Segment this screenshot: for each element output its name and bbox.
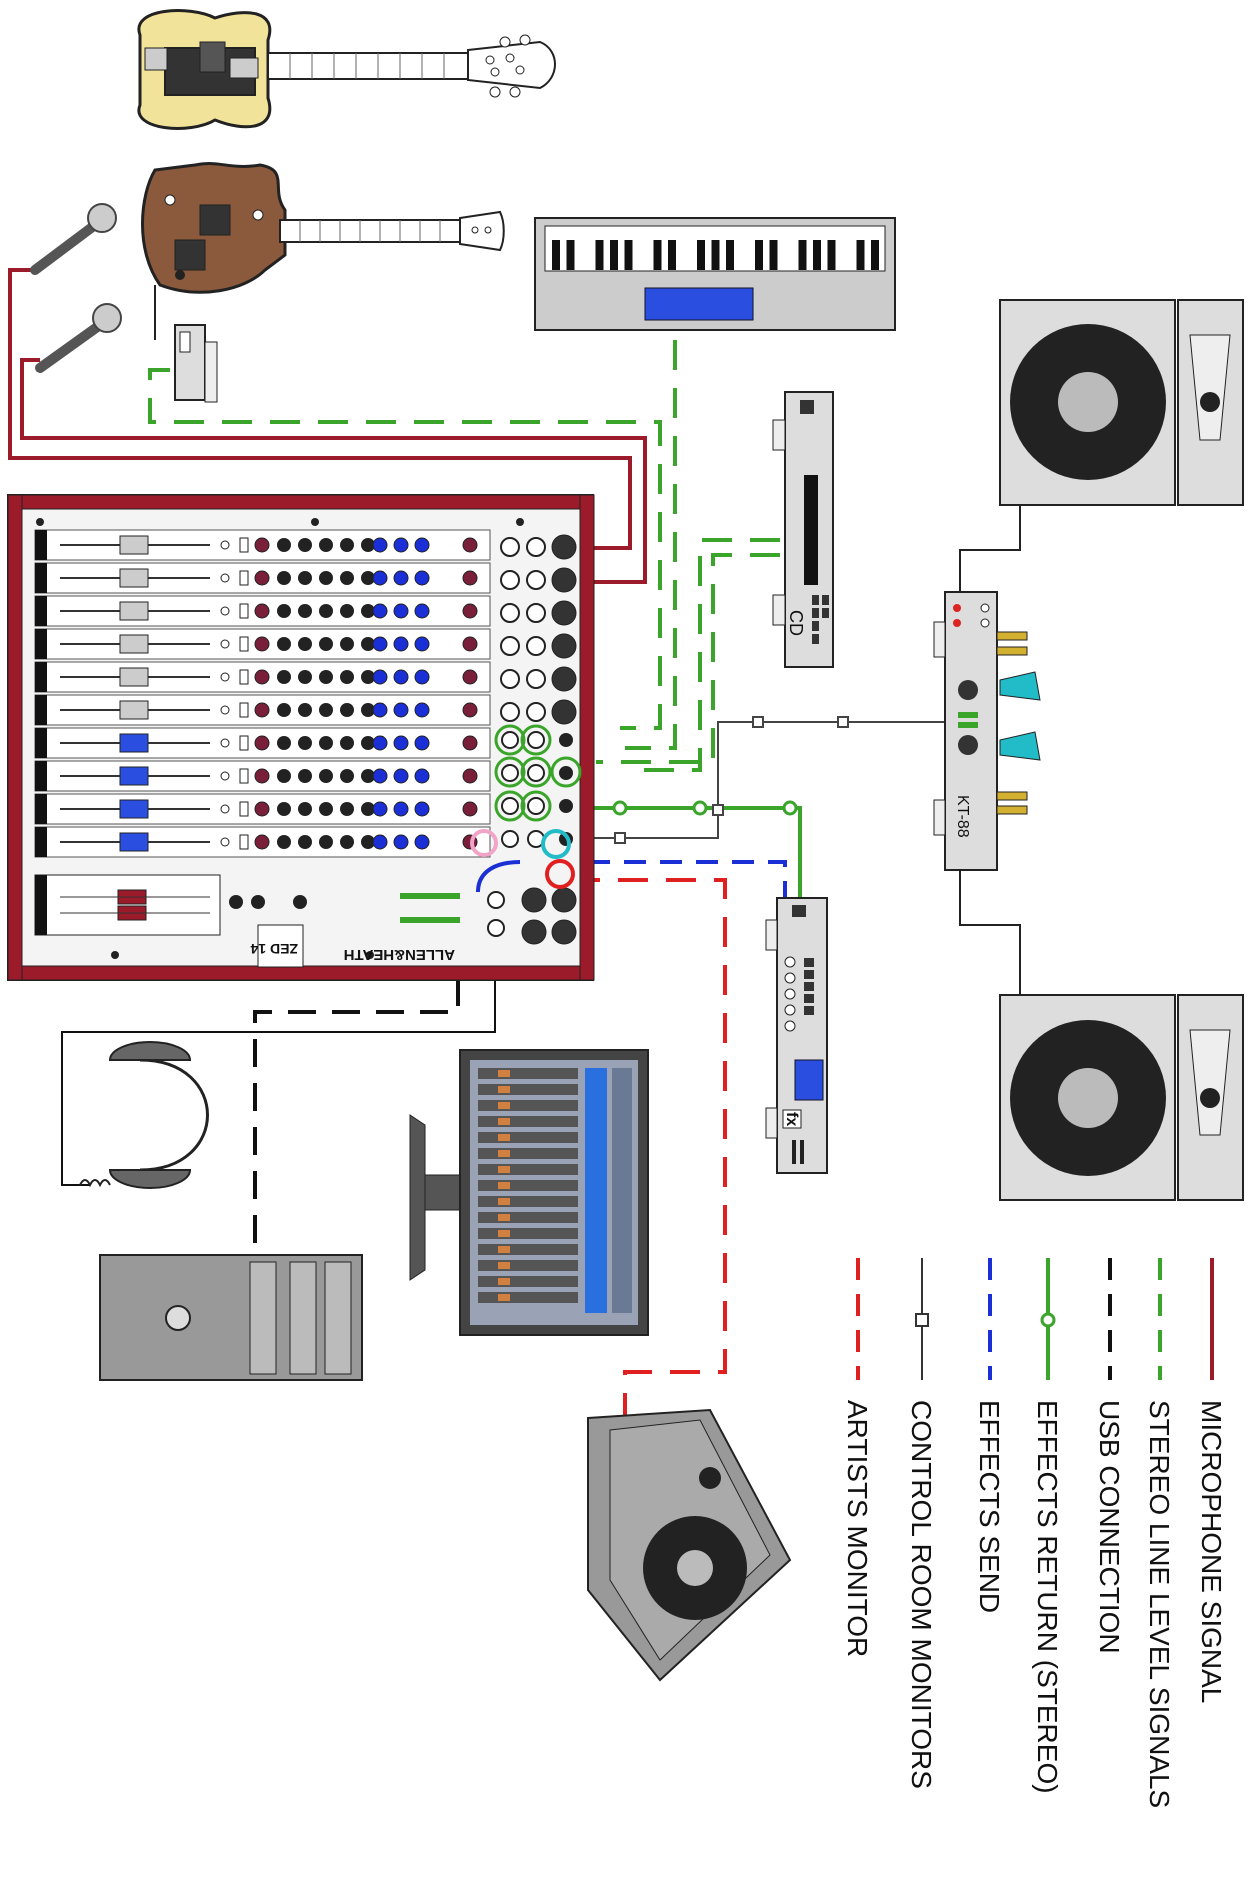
mic-cable-2 <box>20 358 647 584</box>
studio-monitor-bottom <box>999 994 1244 1201</box>
headphone-cable <box>61 930 496 1186</box>
control-room-cable <box>565 721 948 839</box>
microphone-2 <box>35 303 122 373</box>
effects-unit: fx <box>765 897 828 1174</box>
legend-item-5: CONTROL ROOM MONITORS <box>906 1258 937 1789</box>
cd-player: CD <box>772 391 834 668</box>
keyboard-cable <box>625 340 677 750</box>
computer-tower <box>99 1254 363 1381</box>
legend-item-2: USB CONNECTION <box>1094 1258 1125 1654</box>
headphones <box>79 1041 209 1189</box>
legend-label-2: USB CONNECTION <box>1094 1400 1125 1654</box>
keyboard <box>534 217 896 331</box>
mixer: ZED 14 ALLEN&HEATH <box>7 494 595 981</box>
mixer-model: ZED 14 <box>250 941 298 957</box>
di-box <box>154 285 218 403</box>
legend-item-1: STEREO LINE LEVEL SIGNALS <box>1144 1258 1175 1808</box>
cables <box>8 268 1021 1415</box>
microphone-1 <box>30 203 117 275</box>
legend-item-4: EFFECTS SEND <box>974 1258 1005 1613</box>
legend-label-4: EFFECTS SEND <box>974 1400 1005 1613</box>
cd-cable <box>638 538 780 772</box>
legend-label-3: EFFECTS RETURN (STEREO) <box>1032 1400 1063 1794</box>
usb-cable <box>253 978 460 1250</box>
artist-monitor-cable <box>570 878 727 1415</box>
legend-item-3: EFFECTS RETURN (STEREO) <box>1032 1258 1063 1794</box>
guitar-di-cable <box>148 368 662 730</box>
mic-cable-1 <box>8 268 632 550</box>
legend-item-6: ARTISTS MONITOR <box>842 1258 873 1657</box>
legend-label-1: STEREO LINE LEVEL SIGNALS <box>1144 1400 1175 1808</box>
cd-label: CD <box>786 610 806 636</box>
artist-wedge-monitor <box>587 1408 792 1682</box>
studio-monitor-top <box>999 299 1244 506</box>
kt88-label: KT-88 <box>954 795 971 838</box>
legend-label-0: MICROPHONE SIGNAL <box>1196 1400 1227 1703</box>
fx-return-cable <box>565 806 802 905</box>
legend-label-5: CONTROL ROOM MONITORS <box>906 1400 937 1789</box>
fx-label: fx <box>783 1112 800 1126</box>
fx-send-cable <box>480 860 787 905</box>
kt88-speaker-top-cable <box>959 505 1021 620</box>
legend: MICROPHONE SIGNAL STEREO LINE LEVEL SIGNA… <box>842 1258 1227 1808</box>
bass-guitar <box>137 9 556 130</box>
electric-guitar <box>141 162 505 403</box>
mixer-brand: ALLEN&HEATH <box>344 946 455 963</box>
kt88-speaker-bottom-cable <box>959 870 1021 995</box>
cd-cable-2 <box>596 553 780 764</box>
legend-label-6: ARTISTS MONITOR <box>842 1400 873 1657</box>
legend-item-0: MICROPHONE SIGNAL <box>1196 1258 1227 1703</box>
kt88-controller: KT-88 <box>933 591 1041 871</box>
computer-monitor <box>409 1049 649 1336</box>
